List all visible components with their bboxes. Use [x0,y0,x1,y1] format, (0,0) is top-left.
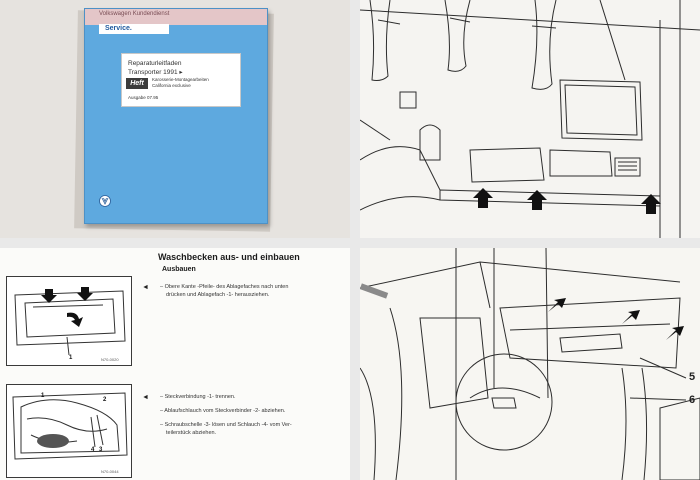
cabinet-drawing [360,248,700,480]
figure-1: 1 N70-0020 [6,276,132,366]
step1-line1: – Obere Kante -Pfeile- des Ablagefaches … [160,284,289,290]
page-title: Waschbecken aus- und einbauen [158,252,300,262]
cover-title-line2: Transporter 1991 ▸ [128,69,183,76]
step4-line1: – Schraubschelle -3- lösen und Schlauch … [160,422,292,428]
label-6: 6 [689,394,696,406]
cover-title-line1: Reparaturleitfaden [128,60,182,67]
cover-subtitle2: California exclusive [152,83,191,88]
service-tag: Service. [99,24,169,34]
book-top-strip: Volkswagen Kundendienst [85,9,267,25]
interior-diagram-top [360,0,700,238]
separator-horizontal [0,238,700,248]
cover-subtitle1: Karosserie-Montagearbeiten [152,77,209,82]
figure-2-drawing [12,392,128,460]
step1-line2: drücken und Ablagefach -1- herausziehen. [166,292,270,298]
figure-2: 1 2 4 3 N70-0044 [6,384,132,478]
step2-text: – Steckverbindung -1- trennen. [160,394,236,400]
service-label: Service. [105,25,132,32]
fig1-code: N70-0020 [101,357,119,362]
interior-drawing [360,0,700,238]
step3-text: – Ablaufschlauch vom Steckverbinder -2- … [160,408,286,414]
fig2-label-1: 1 [41,393,45,399]
fig2-code: N70-0044 [101,469,119,474]
fig2-label-2: 2 [103,397,107,403]
fig2-label-3: 3 [99,447,103,453]
step2-marker: ◄ [142,394,149,401]
heft-badge: Heft [126,78,148,89]
manual-cover-photo: Volkswagen Kundendienst Service. Reparat… [0,0,350,238]
fig1-label-1: 1 [69,355,73,361]
cover-label: Reparaturleitfaden Transporter 1991 ▸ He… [121,53,241,107]
manual-book: Volkswagen Kundendienst Service. Reparat… [84,8,268,224]
fig2-label-4: 4 [91,447,95,453]
instruction-page: Waschbecken aus- und einbauen Ausbauen 1… [0,248,350,480]
cover-ausgabe: Ausgabe 07.95 [128,95,159,100]
step1-marker: ◄ [142,284,149,291]
vw-logo-icon [99,195,111,207]
label-5: 5 [689,371,696,383]
figure-1-drawing [14,287,126,356]
page-subtitle: Ausbauen [162,266,196,273]
step4-line2: teilerstück abziehen. [166,430,217,436]
interior-diagram-bottom: 5 6 [360,248,700,480]
top-strip-text: Volkswagen Kundendienst [99,11,170,17]
